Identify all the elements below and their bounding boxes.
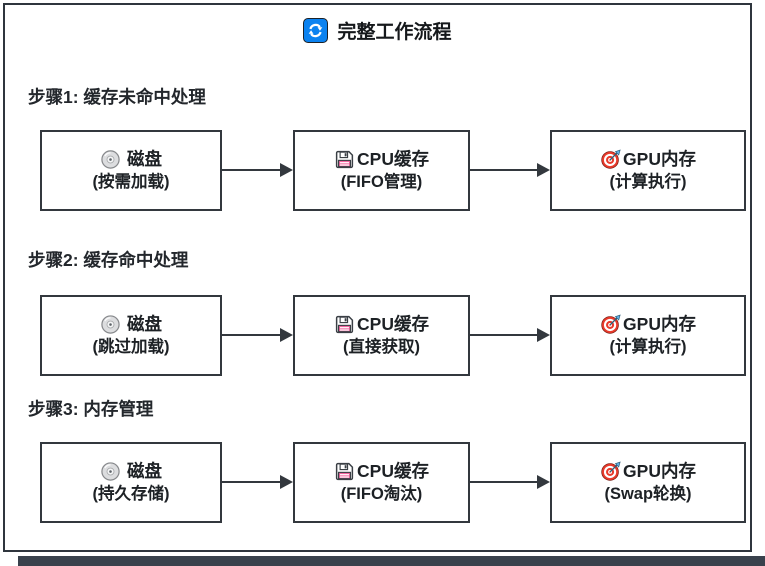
target-icon <box>600 314 621 335</box>
refresh-icon <box>303 18 329 43</box>
floppy-icon <box>334 149 355 170</box>
node-subtitle: (Swap轮换) <box>604 485 692 503</box>
target-icon <box>600 149 621 170</box>
title-text: 完整工作流程 <box>337 22 452 43</box>
node-title: GPU内存 <box>623 314 696 334</box>
cutoff-section-bar <box>18 556 765 566</box>
flow-arrow <box>222 163 293 177</box>
node-title: 磁盘 <box>127 149 162 169</box>
node-subtitle: (计算执行) <box>609 338 687 356</box>
step3-label: 步骤3: 内存管理 <box>28 399 154 419</box>
node-disk-step1: 磁盘 (按需加载) <box>40 130 222 211</box>
node-subtitle: (FIFO管理) <box>340 173 423 191</box>
diagram-title: 完整工作流程 <box>3 17 752 44</box>
node-disk-step3: 磁盘 (持久存储) <box>40 442 222 523</box>
node-gpu-memory-step1: GPU内存 (计算执行) <box>550 130 746 211</box>
step2-label: 步骤2: 缓存命中处理 <box>28 250 189 270</box>
node-subtitle: (直接获取) <box>343 338 420 356</box>
step1-label: 步骤1: 缓存未命中处理 <box>28 87 206 107</box>
node-gpu-memory-step2: GPU内存 (计算执行) <box>550 295 746 376</box>
node-title: CPU缓存 <box>357 149 429 169</box>
flow-arrow <box>470 328 550 342</box>
node-title: 磁盘 <box>127 314 162 334</box>
node-subtitle: (持久存储) <box>92 485 170 503</box>
node-disk-step2: 磁盘 (跳过加载) <box>40 295 222 376</box>
flow-arrow <box>470 163 550 177</box>
node-subtitle: (按需加载) <box>92 173 170 191</box>
flow-arrow <box>222 475 293 489</box>
cd-icon <box>100 314 121 335</box>
node-title: GPU内存 <box>623 149 696 169</box>
node-cpu-cache-step1: CPU缓存 (FIFO管理) <box>293 130 470 211</box>
floppy-icon <box>334 314 355 335</box>
node-title: CPU缓存 <box>357 314 429 334</box>
cd-icon <box>100 461 121 482</box>
node-cpu-cache-step3: CPU缓存 (FIFO淘汰) <box>293 442 470 523</box>
cd-icon <box>100 149 121 170</box>
flow-arrow <box>470 475 550 489</box>
node-title: 磁盘 <box>127 461 162 481</box>
flow-arrow <box>222 328 293 342</box>
node-gpu-memory-step3: GPU内存 (Swap轮换) <box>550 442 746 523</box>
node-subtitle: (计算执行) <box>609 173 687 191</box>
node-subtitle: (FIFO淘汰) <box>340 485 423 503</box>
target-icon <box>600 461 621 482</box>
node-subtitle: (跳过加载) <box>92 338 170 356</box>
node-cpu-cache-step2: CPU缓存 (直接获取) <box>293 295 470 376</box>
node-title: CPU缓存 <box>357 461 429 481</box>
node-title: GPU内存 <box>623 461 696 481</box>
floppy-icon <box>334 461 355 482</box>
